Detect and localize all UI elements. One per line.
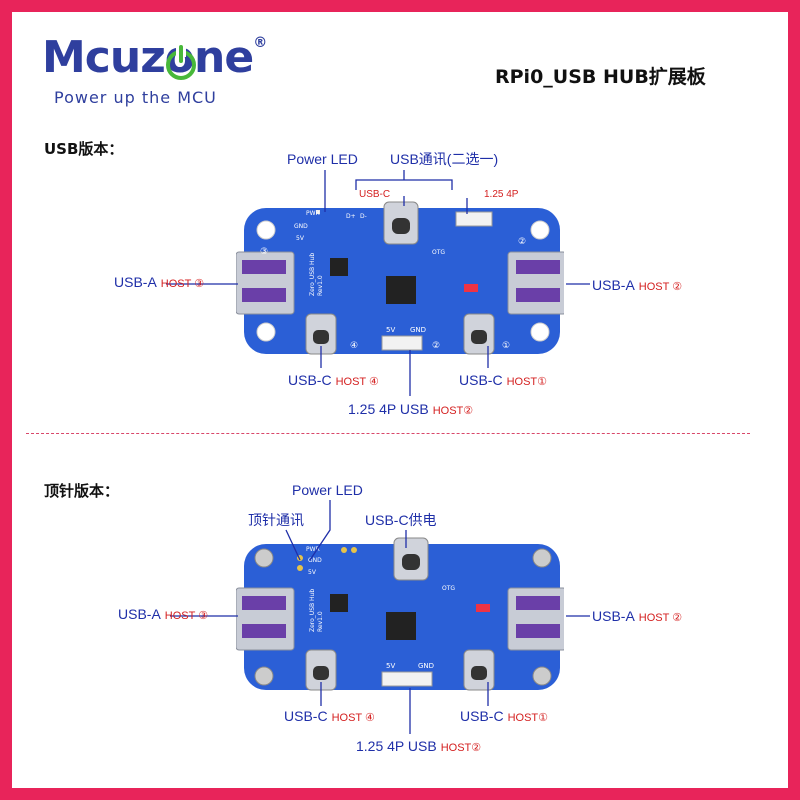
svg-text:GND: GND <box>308 557 322 564</box>
label-usb-c-power: USB-C供电 <box>365 512 437 528</box>
label-power-led: Power LED <box>287 151 358 167</box>
svg-text:①: ① <box>502 341 510 351</box>
logo-registered-mark: ® <box>253 35 267 51</box>
svg-text:OTG: OTG <box>432 249 445 256</box>
label-125-sub: 1.25 4P <box>484 189 519 200</box>
jst-bottom-connector <box>381 335 423 351</box>
svg-text:5V: 5V <box>386 326 395 334</box>
pin-version-board: PWR GND 5V OTG Zero_USB Hub Rev1.0 5V GN… <box>236 537 564 691</box>
svg-text:②: ② <box>432 341 440 351</box>
usb-version-board: PWR GND 5V D+ D- OTG Zero_USB Hub Rev1.0… <box>236 201 564 355</box>
svg-text:Rev1.0: Rev1.0 <box>317 611 324 632</box>
svg-text:5V: 5V <box>296 235 305 242</box>
pin-version-heading: 顶针版本： <box>44 482 120 500</box>
label-usb-comm: USB通讯(二选一) <box>390 151 499 167</box>
svg-text:GND: GND <box>294 223 308 230</box>
hub-ic <box>386 276 416 304</box>
svg-text:Zero_USB Hub: Zero_USB Hub <box>309 253 316 296</box>
svg-text:D-: D- <box>360 213 367 220</box>
jst-bottom-connector <box>381 671 433 687</box>
section-divider <box>26 433 750 434</box>
page-title: RPi0_USB HUB扩展板 <box>495 66 706 88</box>
logo-text: Mcuzone <box>42 32 254 83</box>
svg-text:5V: 5V <box>308 569 317 576</box>
svg-text:PWR: PWR <box>306 210 320 217</box>
svg-text:GND: GND <box>418 662 434 670</box>
svg-text:OTG: OTG <box>442 585 455 592</box>
svg-text:③: ③ <box>260 247 268 257</box>
svg-text:GND: GND <box>410 326 426 334</box>
svg-text:④: ④ <box>350 341 358 351</box>
svg-text:Zero_USB Hub: Zero_USB Hub <box>309 589 316 632</box>
svg-text:5V: 5V <box>386 662 395 670</box>
power-icon <box>166 45 196 80</box>
usb-version-heading: USB版本： <box>44 140 124 158</box>
svg-text:D+: D+ <box>346 213 356 220</box>
svg-text:PWR: PWR <box>306 546 320 553</box>
label-usb-c-sub: USB-C <box>359 189 391 200</box>
brand-logo: Mcuzone® <box>42 35 267 80</box>
svg-text:Rev1.0: Rev1.0 <box>317 275 324 296</box>
label-power-led-2: Power LED <box>292 482 363 498</box>
brand-tagline: Power up the MCU <box>54 88 217 107</box>
jst-top-connector <box>455 211 493 227</box>
svg-text:②: ② <box>518 237 526 247</box>
label-pin-comm: 顶针通讯 <box>248 512 304 528</box>
hub-ic <box>386 612 416 640</box>
